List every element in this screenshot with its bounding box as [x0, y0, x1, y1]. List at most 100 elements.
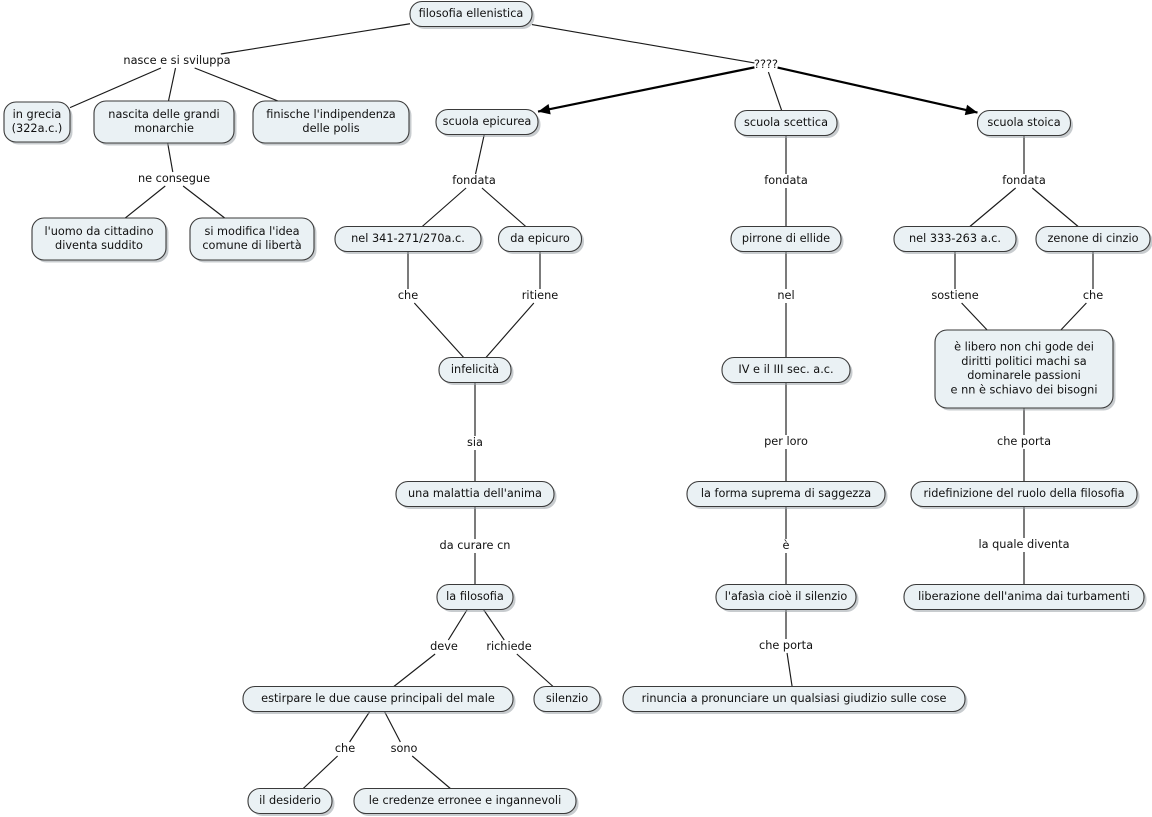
node-luomo-da-cittadino-diventa-suddito-box[interactable] [31, 217, 167, 261]
node-rinuncia-a-pronunciare-un-qualsiasi-giud-box[interactable] [622, 685, 966, 713]
node-silenzio-box[interactable] [533, 685, 601, 713]
edge-lbl-cheporta2-to-rinuncia [786, 652, 793, 687]
link-label-che-porta: che porta [759, 639, 813, 652]
node-nel-333-263-a-c-box[interactable] [893, 225, 1017, 253]
node-liberazione-dellanima-dai-turbamenti-label-line-1: liberazione dell'anima dai turbamenti [918, 590, 1130, 603]
node-libero-non-chi-gode-dei-diritti-politici-box[interactable] [934, 329, 1114, 409]
node-pirrone-di-ellide-box[interactable] [730, 225, 842, 253]
node-silenzio[interactable]: silenzio [533, 685, 603, 715]
link-label-sostiene: sostiene [931, 289, 978, 302]
node-rinuncia-a-pronunciare-un-qualsiasi-giud[interactable]: rinuncia a pronunciare un qualsiasi giud… [622, 685, 968, 715]
node-in-grecia-322a-c[interactable]: in grecia(322a.c.) [3, 101, 73, 145]
node-il-desiderio-label-line-1: il desiderio [259, 794, 321, 807]
node-finische-lindipendenza-delle-polis-label-line-2: delle polis [302, 122, 359, 135]
node-infelicit-box[interactable] [438, 356, 512, 384]
node-ridefinizione-del-ruolo-della-filosofia[interactable]: ridefinizione del ruolo della filosofia [910, 480, 1140, 510]
node-nascita-delle-grandi-monarchie-box[interactable] [93, 100, 235, 144]
link-label-fondata: fondata [452, 174, 496, 187]
node-la-forma-suprema-di-saggezza[interactable]: la forma suprema di saggezza [686, 480, 888, 510]
node-lafas-a-cio-il-silenzio-label-line-1: l'afasìa cioè il silenzio [725, 590, 848, 603]
node-la-filosofia[interactable]: la filosofia [436, 583, 516, 613]
node-una-malattia-dellanima[interactable]: una malattia dell'anima [395, 480, 557, 510]
node-estirpare-le-due-cause-principali-del-ma[interactable]: estirpare le due cause principali del ma… [242, 685, 516, 715]
edge-lbl-qqqq-to-epicurea [537, 66, 755, 113]
node-si-modifica-lidea-comune-di-libert-box[interactable] [189, 217, 315, 261]
node-scuola-epicurea-label-line-1: scuola epicurea [443, 115, 532, 128]
node-scuola-scettica-box[interactable] [734, 109, 838, 137]
edge-monarchie-to-lbl-consegue [167, 142, 174, 173]
edge-lbl-consegue-to-liberta [182, 185, 226, 219]
node-nel-341-271-270a-c[interactable]: nel 341-271/270a.c. [334, 225, 484, 255]
edge-lbl-che1-to-infelicita [413, 302, 465, 358]
node-nel-341-271-270a-c-box[interactable] [334, 225, 482, 253]
node-scuola-epicurea-box[interactable] [435, 108, 539, 136]
node-pirrone-di-ellide[interactable]: pirrone di ellide [730, 225, 844, 255]
node-lafas-a-cio-il-silenzio-box[interactable] [715, 583, 857, 611]
node-da-epicuro-box[interactable] [497, 225, 583, 253]
node-scuola-epicurea[interactable]: scuola epicurea [435, 108, 541, 138]
node-il-desiderio-box[interactable] [247, 787, 333, 815]
node-estirpare-le-due-cause-principali-del-ma-label-line-1: estirpare le due cause principali del ma… [261, 692, 495, 705]
link-label-che: che [335, 742, 355, 755]
node-si-modifica-lidea-comune-di-libert-label-line-2: comune di libertà [202, 239, 301, 252]
node-zenone-di-cinzio-box[interactable] [1035, 225, 1151, 253]
node-una-malattia-dellanima-label-line-1: una malattia dell'anima [408, 487, 542, 500]
node-ridefinizione-del-ruolo-della-filosofia-label-line-1: ridefinizione del ruolo della filosofia [923, 487, 1124, 500]
node-una-malattia-dellanima-box[interactable] [395, 480, 555, 508]
node-lafas-a-cio-il-silenzio[interactable]: l'afasìa cioè il silenzio [715, 583, 859, 613]
edge-lbl-che2-to-libero [1060, 302, 1087, 331]
link-label-da-curare-cn: da curare cn [440, 539, 511, 552]
node-da-epicuro[interactable]: da epicuro [497, 225, 585, 255]
edge-lbl-nasce-to-monarchie [167, 67, 177, 102]
node-la-forma-suprema-di-saggezza-label-line-1: la forma suprema di saggezza [701, 487, 871, 500]
node-le-credenze-erronee-e-ingannevoli-box[interactable] [353, 787, 577, 815]
node-liberazione-dellanima-dai-turbamenti[interactable]: liberazione dell'anima dai turbamenti [903, 583, 1147, 613]
link-label-deve: deve [430, 640, 458, 653]
node-luomo-da-cittadino-diventa-suddito-label-line-1: l'uomo da cittadino [44, 225, 153, 238]
edge-lbl-fondata3-to-nel333 [969, 187, 1017, 227]
link-label-che-porta: che porta [997, 435, 1051, 448]
node-pirrone-di-ellide-label-line-1: pirrone di ellide [742, 232, 830, 245]
link-label-per-loro: per loro [764, 435, 808, 448]
node-scuola-stoica[interactable]: scuola stoica [976, 109, 1074, 139]
node-zenone-di-cinzio[interactable]: zenone di cinzio [1035, 225, 1152, 255]
node-iv-e-il-iii-sec-a-c[interactable]: IV e il III sec. a.c. [721, 356, 853, 386]
node-luomo-da-cittadino-diventa-suddito-label-line-2: diventa suddito [55, 239, 143, 252]
node-nascita-delle-grandi-monarchie-label-line-1: nascita delle grandi [108, 108, 219, 121]
node-nel-341-271-270a-c-label-line-1: nel 341-271/270a.c. [351, 232, 465, 245]
edge-lbl-consegue-to-suddito [124, 185, 166, 219]
node-ridefinizione-del-ruolo-della-filosofia-box[interactable] [910, 480, 1138, 508]
node-infelicit[interactable]: infelicità [438, 356, 514, 386]
node-liberazione-dellanima-dai-turbamenti-box[interactable] [903, 583, 1145, 611]
edge-lbl-ritiene-to-infelicita [485, 302, 535, 358]
edge-root-to-lbl-qqqq [531, 23, 755, 64]
node-la-forma-suprema-di-saggezza-box[interactable] [686, 480, 886, 508]
node-estirpare-le-due-cause-principali-del-ma-box[interactable] [242, 685, 514, 713]
node-iv-e-il-iii-sec-a-c-box[interactable] [721, 356, 851, 384]
link-label-che: che [398, 289, 418, 302]
node-le-credenze-erronee-e-ingannevoli[interactable]: le credenze erronee e ingannevoli [353, 787, 579, 817]
edge-root-to-lbl-nasce [220, 23, 411, 55]
node-scuola-stoica-box[interactable] [976, 109, 1072, 137]
node-filosofia-ellenistica-box[interactable] [409, 0, 533, 28]
nodes-layer: filosofia ellenistica in grecia(322a.c.) n… [3, 0, 1152, 817]
node-in-grecia-322a-c-box[interactable] [3, 101, 71, 143]
link-label-sia: sia [467, 436, 483, 449]
node-finische-lindipendenza-delle-polis-box[interactable] [252, 100, 410, 144]
node-il-desiderio[interactable]: il desiderio [247, 787, 335, 817]
link-label-item: è [783, 539, 790, 552]
node-la-filosofia-box[interactable] [436, 583, 514, 611]
link-label-fondata: fondata [764, 174, 808, 187]
node-scuola-scettica[interactable]: scuola scettica [734, 109, 840, 139]
link-label-ritiene: ritiene [522, 289, 558, 302]
node-scuola-stoica-label-line-1: scuola stoica [987, 116, 1060, 129]
link-label-nel: nel [777, 289, 794, 302]
node-filosofia-ellenistica[interactable]: filosofia ellenistica [409, 0, 535, 30]
node-nel-333-263-a-c[interactable]: nel 333-263 a.c. [893, 225, 1019, 255]
node-in-grecia-322a-c-label-line-1: in grecia [13, 108, 62, 121]
